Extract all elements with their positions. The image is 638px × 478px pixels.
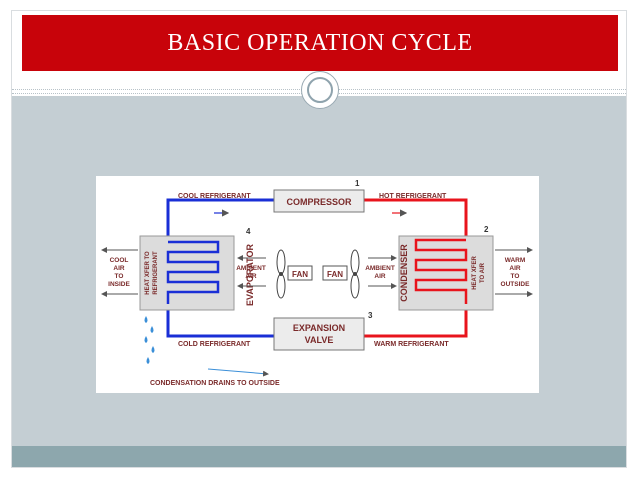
slide-title: BASIC OPERATION CYCLE [167,29,473,56]
condensation-arrow [207,368,269,377]
water-drops-icon [144,316,155,364]
ambient-air-left-line1: AMBIENT [236,265,266,272]
expansion-valve-label-line2: VALVE [305,335,334,345]
cool-air-line4: INSIDE [108,281,130,288]
fan-right-box [322,265,348,281]
condensation-label: CONDENSATION DRAINS TO OUTSIDE [150,380,280,387]
step-number-4: 4 [246,227,251,236]
fan-right-label: FAN [327,270,343,279]
evaporator-coil [166,240,220,304]
evaporator-label: EVAPORATOR [245,244,255,307]
cold-refrigerant-label: COLD REFRIGERANT [178,341,251,348]
warm-refrigerant-label: WARM REFRIGERANT [374,341,449,348]
title-bar: BASIC OPERATION CYCLE [22,15,618,71]
step-number-2: 2 [484,225,489,234]
condenser-housing [398,235,494,311]
fan-left-icon [276,249,286,299]
step-number-3: 3 [368,311,373,320]
fan-right-icon [350,249,360,299]
heat-xfer-to-refrigerant-line1: HEAT XFER TO [145,251,151,295]
ornament-ring [307,77,333,103]
cool-air-line2: AIR [113,265,125,272]
warm-line-bottom [364,304,468,338]
cool-refrigerant-label: COOL REFRIGERANT [178,193,251,200]
slide: BASIC OPERATION CYCLE [11,10,627,468]
footer-band [12,446,626,467]
fan-left-box [287,265,313,281]
cycle-svg: COMPRESSOR 1 EXPANSION VALVE 3 EVAPORATO… [101,179,533,387]
condenser-coil [414,238,468,304]
title-ornament [301,71,339,109]
warm-air-line1: WARM [505,257,526,264]
step-number-1: 1 [355,179,360,188]
warm-air-line3: TO [511,273,520,280]
ambient-air-right-line1: AMBIENT [365,265,395,272]
condenser-label: CONDENSER [399,244,409,302]
ambient-air-right-line2: AIR [374,273,386,280]
warm-air-line2: AIR [509,265,521,272]
refrigeration-cycle-diagram: COMPRESSOR 1 EXPANSION VALVE 3 EVAPORATO… [96,176,539,393]
warm-air-line4: OUTSIDE [501,281,531,288]
cool-air-line1: COOL [110,257,129,264]
cold-line-top [166,198,274,242]
expansion-valve-label-line1: EXPANSION [293,323,345,333]
heat-xfer-to-refrigerant-line2: REFRIGERANT [153,251,159,295]
heat-xfer-to-air-line2: TO AIR [480,262,486,283]
ambient-air-left-line2: AIR [245,273,257,280]
fan-left-label: FAN [292,270,308,279]
cold-line-bottom [166,304,274,338]
hot-line-top [364,198,468,240]
cool-air-line3: TO [115,273,124,280]
content-area: COMPRESSOR 1 EXPANSION VALVE 3 EVAPORATO… [12,96,626,446]
compressor-label: COMPRESSOR [286,197,352,207]
header-band: BASIC OPERATION CYCLE [12,11,626,96]
compressor-box [273,189,365,213]
heat-xfer-to-air-line1: HEAT XFER [472,256,478,290]
expansion-valve-box [273,317,365,351]
hot-refrigerant-label: HOT REFRIGERANT [379,193,447,200]
